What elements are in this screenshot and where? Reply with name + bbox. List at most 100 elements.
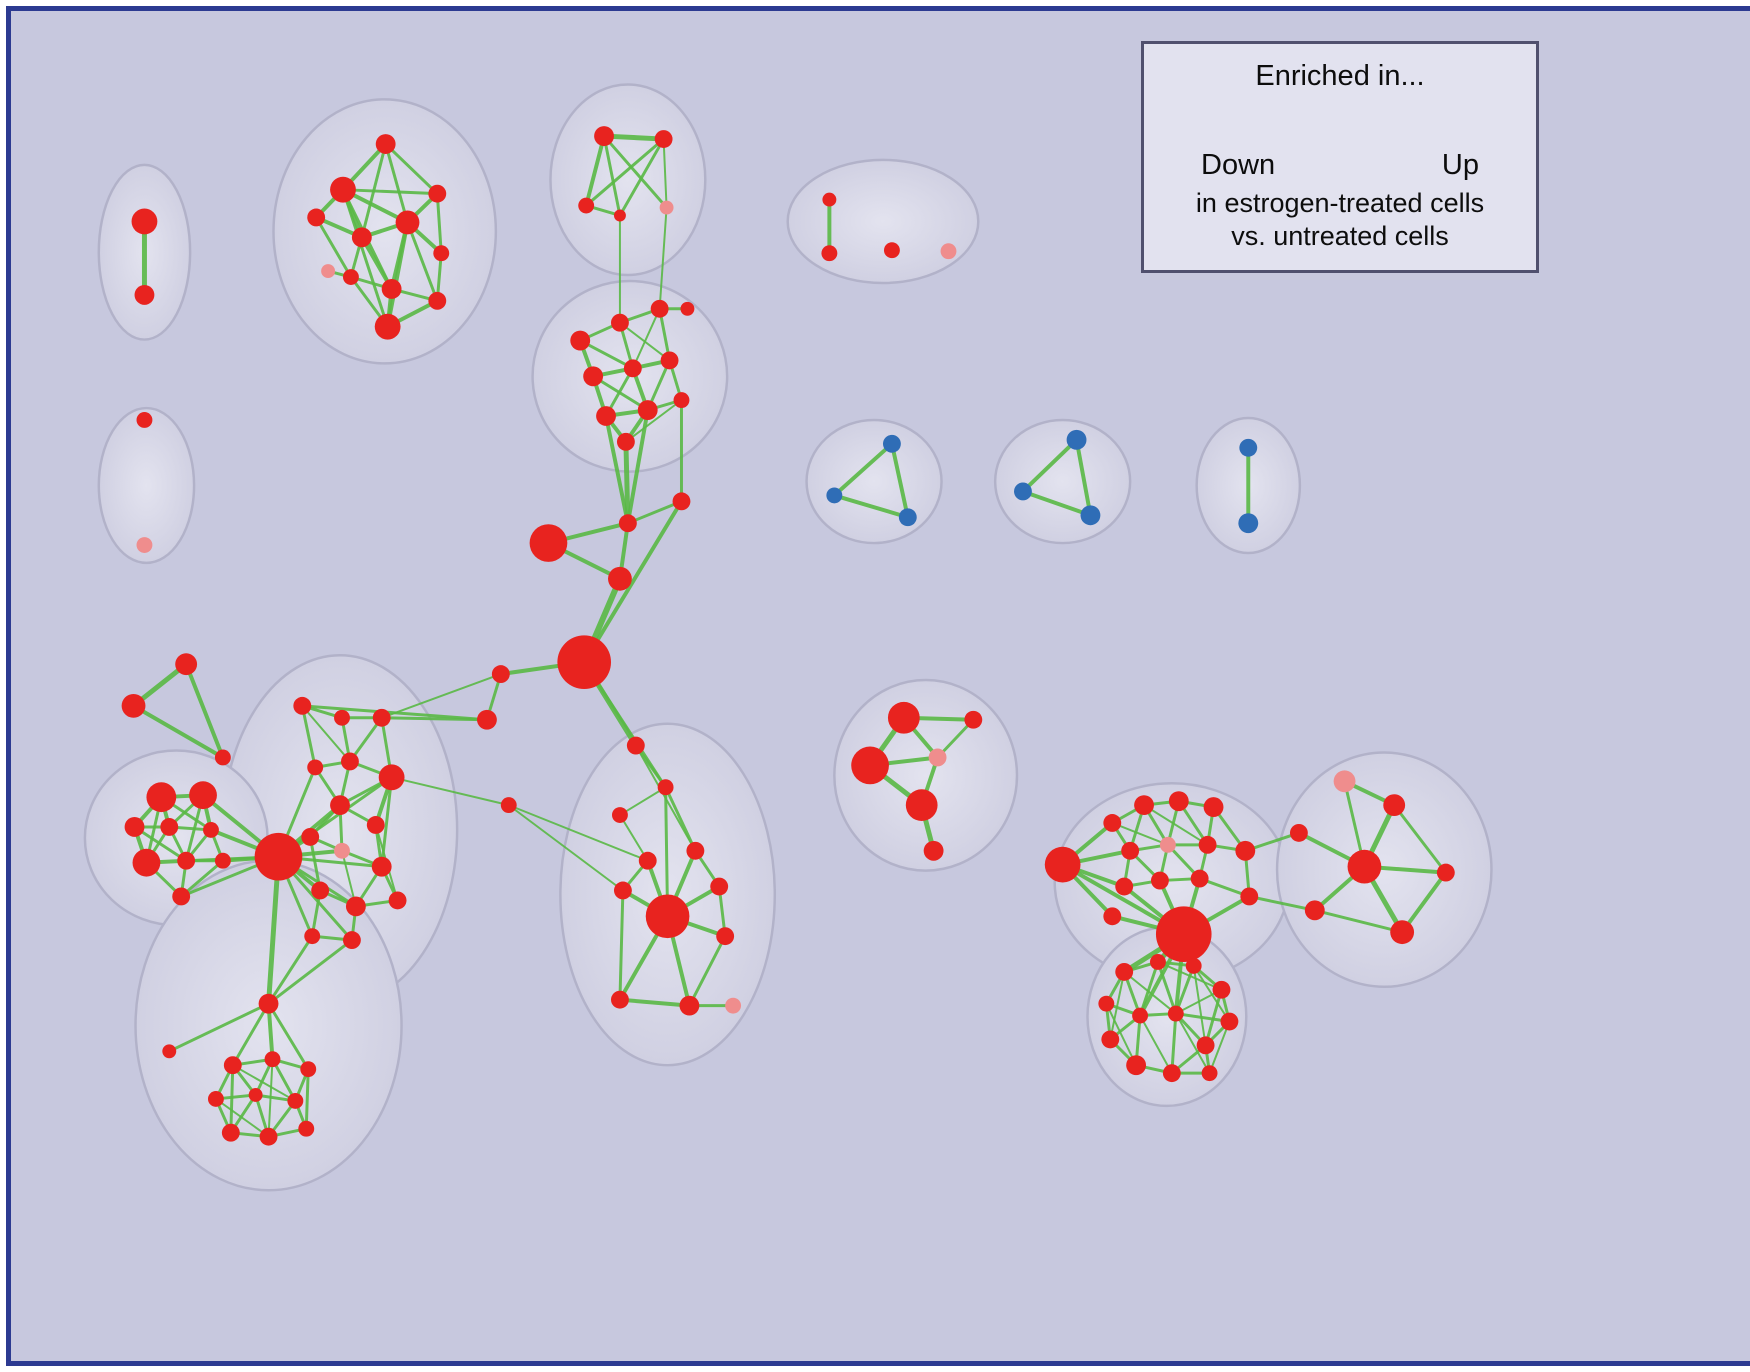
edge-f2-f3 <box>131 703 225 760</box>
gene-set-node-t2 <box>375 134 396 154</box>
gene-set-node-rr13 <box>345 896 366 917</box>
gene-set-node-f2 <box>121 693 146 718</box>
gene-set-node-rr1 <box>293 696 312 715</box>
gene-set-node-rr10 <box>334 842 350 859</box>
gene-set-node-f3 <box>214 749 231 766</box>
edge-tc10-tc11 <box>617 997 692 1008</box>
gene-set-node-r2 <box>611 313 629 332</box>
gene-set-node-rr3 <box>372 708 391 727</box>
gene-set-node-u7 <box>1101 1030 1120 1049</box>
gene-set-node-h3 <box>529 524 568 562</box>
gene-set-node-k3 <box>1134 795 1154 816</box>
gene-set-node-mh1 <box>882 434 901 453</box>
edge-mh1-mh2 <box>832 441 894 498</box>
gene-set-node-tc6 <box>613 881 632 900</box>
edge-tc2-tc4 <box>664 785 697 853</box>
edge-s1-s2 <box>601 133 667 142</box>
edge-s2-s4 <box>618 137 666 217</box>
edge-t1-t6 <box>341 188 439 196</box>
gene-set-node-t7 <box>433 245 450 262</box>
legend-up-label: Up <box>1441 149 1479 181</box>
legend-caption-line1: in estrogen-treated cells <box>1195 188 1485 218</box>
edge-mh2-mh3 <box>832 493 910 520</box>
cluster-ellipse-tight-junctions <box>993 418 1132 545</box>
legend-gradient-bar <box>1239 105 1441 147</box>
cluster-ellipse-protein-sorting <box>549 83 707 277</box>
edge-mc2-mc5 <box>1392 803 1448 875</box>
gene-set-node-u3 <box>1185 957 1202 974</box>
cluster-ellipse-nucleotide-metabolism <box>97 406 196 565</box>
gene-set-node-rr8 <box>366 816 385 834</box>
gene-set-node-k13 <box>1155 906 1212 962</box>
gene-set-node-fl <box>162 1044 177 1059</box>
cluster-ellipse-cofactor-metabolism <box>786 158 980 285</box>
gene-set-node-k1 <box>1044 846 1081 883</box>
edge-t3-t9 <box>314 215 353 279</box>
edge-tc2-tc3 <box>618 786 667 817</box>
edge-tn0-tn1 <box>231 1002 271 1067</box>
gene-set-node-c4 <box>940 243 957 260</box>
edge-s2-s3 <box>584 137 666 208</box>
edge-u6-u9 <box>1174 1012 1231 1024</box>
gene-set-node-d2 <box>851 746 889 785</box>
gene-set-node-n2 <box>136 537 153 553</box>
edge-rr3-rr4 <box>348 716 384 763</box>
gene-set-node-rrh <box>254 832 303 881</box>
gene-set-node-k6 <box>1121 841 1140 860</box>
gene-set-node-n1 <box>136 412 153 428</box>
gene-set-node-rr15 <box>304 928 321 945</box>
edge-tj1-tj2 <box>1020 437 1079 494</box>
gene-set-node-d5 <box>905 789 938 821</box>
edge-s5-r3 <box>658 206 668 310</box>
gene-set-node-r9 <box>637 400 658 420</box>
legend-scale-labels: Down Up <box>1201 149 1479 182</box>
gene-set-node-tn3 <box>300 1061 317 1078</box>
gene-set-node-mh2 <box>826 487 843 504</box>
gene-set-node-mc2 <box>1383 794 1406 817</box>
edge-u5-u11 <box>1105 1002 1138 1067</box>
gene-set-node-r4 <box>680 301 695 316</box>
gene-set-node-tj1 <box>1066 429 1087 450</box>
gene-set-node-tn0 <box>258 993 279 1014</box>
gene-set-node-r11 <box>616 432 635 451</box>
gene-set-node-u1 <box>1115 962 1134 981</box>
edge-tj1-tj3 <box>1074 437 1093 518</box>
edge-h6-rr3 <box>380 673 502 719</box>
edge-tc9-tc11 <box>687 934 727 1008</box>
edge-m1-tc5 <box>507 804 649 862</box>
gene-set-node-k11 <box>1151 871 1169 890</box>
gene-set-node-r10 <box>673 392 690 409</box>
gene-set-node-tc9 <box>716 927 735 946</box>
gene-set-node-h2 <box>672 492 691 511</box>
gene-set-node-sp3 <box>124 817 145 837</box>
gene-set-node-sp5 <box>203 821 219 838</box>
edge-k2-k7 <box>1111 821 1169 846</box>
gene-set-node-tn7 <box>221 1123 240 1142</box>
gene-set-node-tc7 <box>645 894 690 939</box>
gene-set-node-d1 <box>887 701 920 734</box>
gene-set-node-h6 <box>491 665 510 684</box>
gene-set-node-s3 <box>578 197 595 214</box>
gene-set-node-d6 <box>923 840 944 861</box>
gene-set-node-u6 <box>1220 1012 1239 1031</box>
gene-set-node-t11 <box>374 313 401 340</box>
edge-u1-u9 <box>1123 970 1177 1015</box>
gene-set-node-tn4 <box>207 1091 224 1107</box>
gene-set-node-sp9 <box>172 887 191 906</box>
edge-r3-r6 <box>631 307 661 370</box>
edge-u8-u12 <box>1139 1014 1173 1075</box>
gene-set-node-tn1 <box>223 1056 242 1075</box>
gene-set-node-r1 <box>570 330 591 351</box>
edge-u2-u8 <box>1138 960 1160 1018</box>
enrichment-map-figure: Enriched in... Down Up in estrogen-treat… <box>6 6 1750 1366</box>
gene-set-node-sp6 <box>132 848 161 877</box>
gene-set-node-tc11 <box>679 995 700 1016</box>
gene-set-node-u5 <box>1098 995 1115 1012</box>
gene-set-node-mh3 <box>898 508 917 527</box>
gene-set-node-t4 <box>351 227 372 248</box>
gene-set-node-u4 <box>1212 980 1231 999</box>
edge-rr15-tn0 <box>267 934 314 1006</box>
gene-set-node-tc5 <box>638 851 657 870</box>
gene-set-node-rr16 <box>342 931 361 950</box>
gene-set-node-mc4 <box>1347 849 1382 884</box>
